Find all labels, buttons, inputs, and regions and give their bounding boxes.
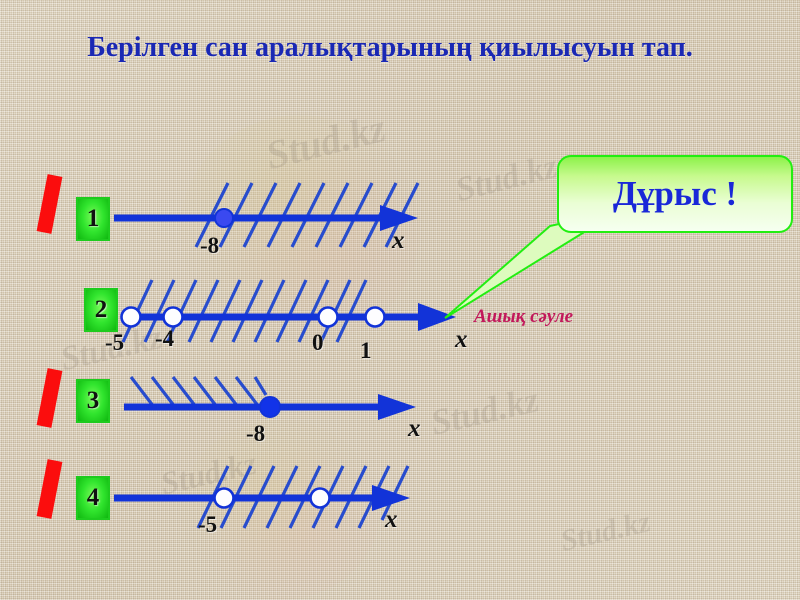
slide-title: Берілген сан аралықтарының қиылысуын тап… — [87, 32, 693, 63]
tick-label: 0 — [312, 330, 324, 355]
option-number-box-2[interactable]: 2 — [84, 288, 118, 332]
tick-label: 1 — [360, 338, 372, 363]
tick-label: -4 — [155, 326, 175, 351]
option-number-box-3[interactable]: 3 — [76, 379, 110, 423]
open-ray-note: Ашық сәуле — [474, 306, 574, 327]
number-line-3 — [124, 376, 416, 420]
axis-x-label: x — [455, 326, 468, 353]
axis-x-label: x — [385, 506, 398, 533]
axis-x-label: x — [408, 415, 421, 442]
option-number-box-1[interactable]: 1 — [76, 197, 110, 241]
tick-label: -8 — [246, 421, 266, 446]
feedback-callout-text: Дұрыс ! — [612, 174, 738, 213]
number-line-1 — [114, 182, 420, 248]
feedback-callout[interactable] — [557, 155, 793, 233]
tick-label: -5 — [105, 330, 125, 355]
option-number-box-4[interactable]: 4 — [76, 476, 110, 520]
number-line-4 — [114, 465, 410, 529]
tick-label: -5 — [198, 512, 218, 537]
axis-x-label: x — [392, 227, 405, 254]
number-line-2 — [120, 279, 456, 343]
tick-label: -8 — [200, 233, 220, 258]
